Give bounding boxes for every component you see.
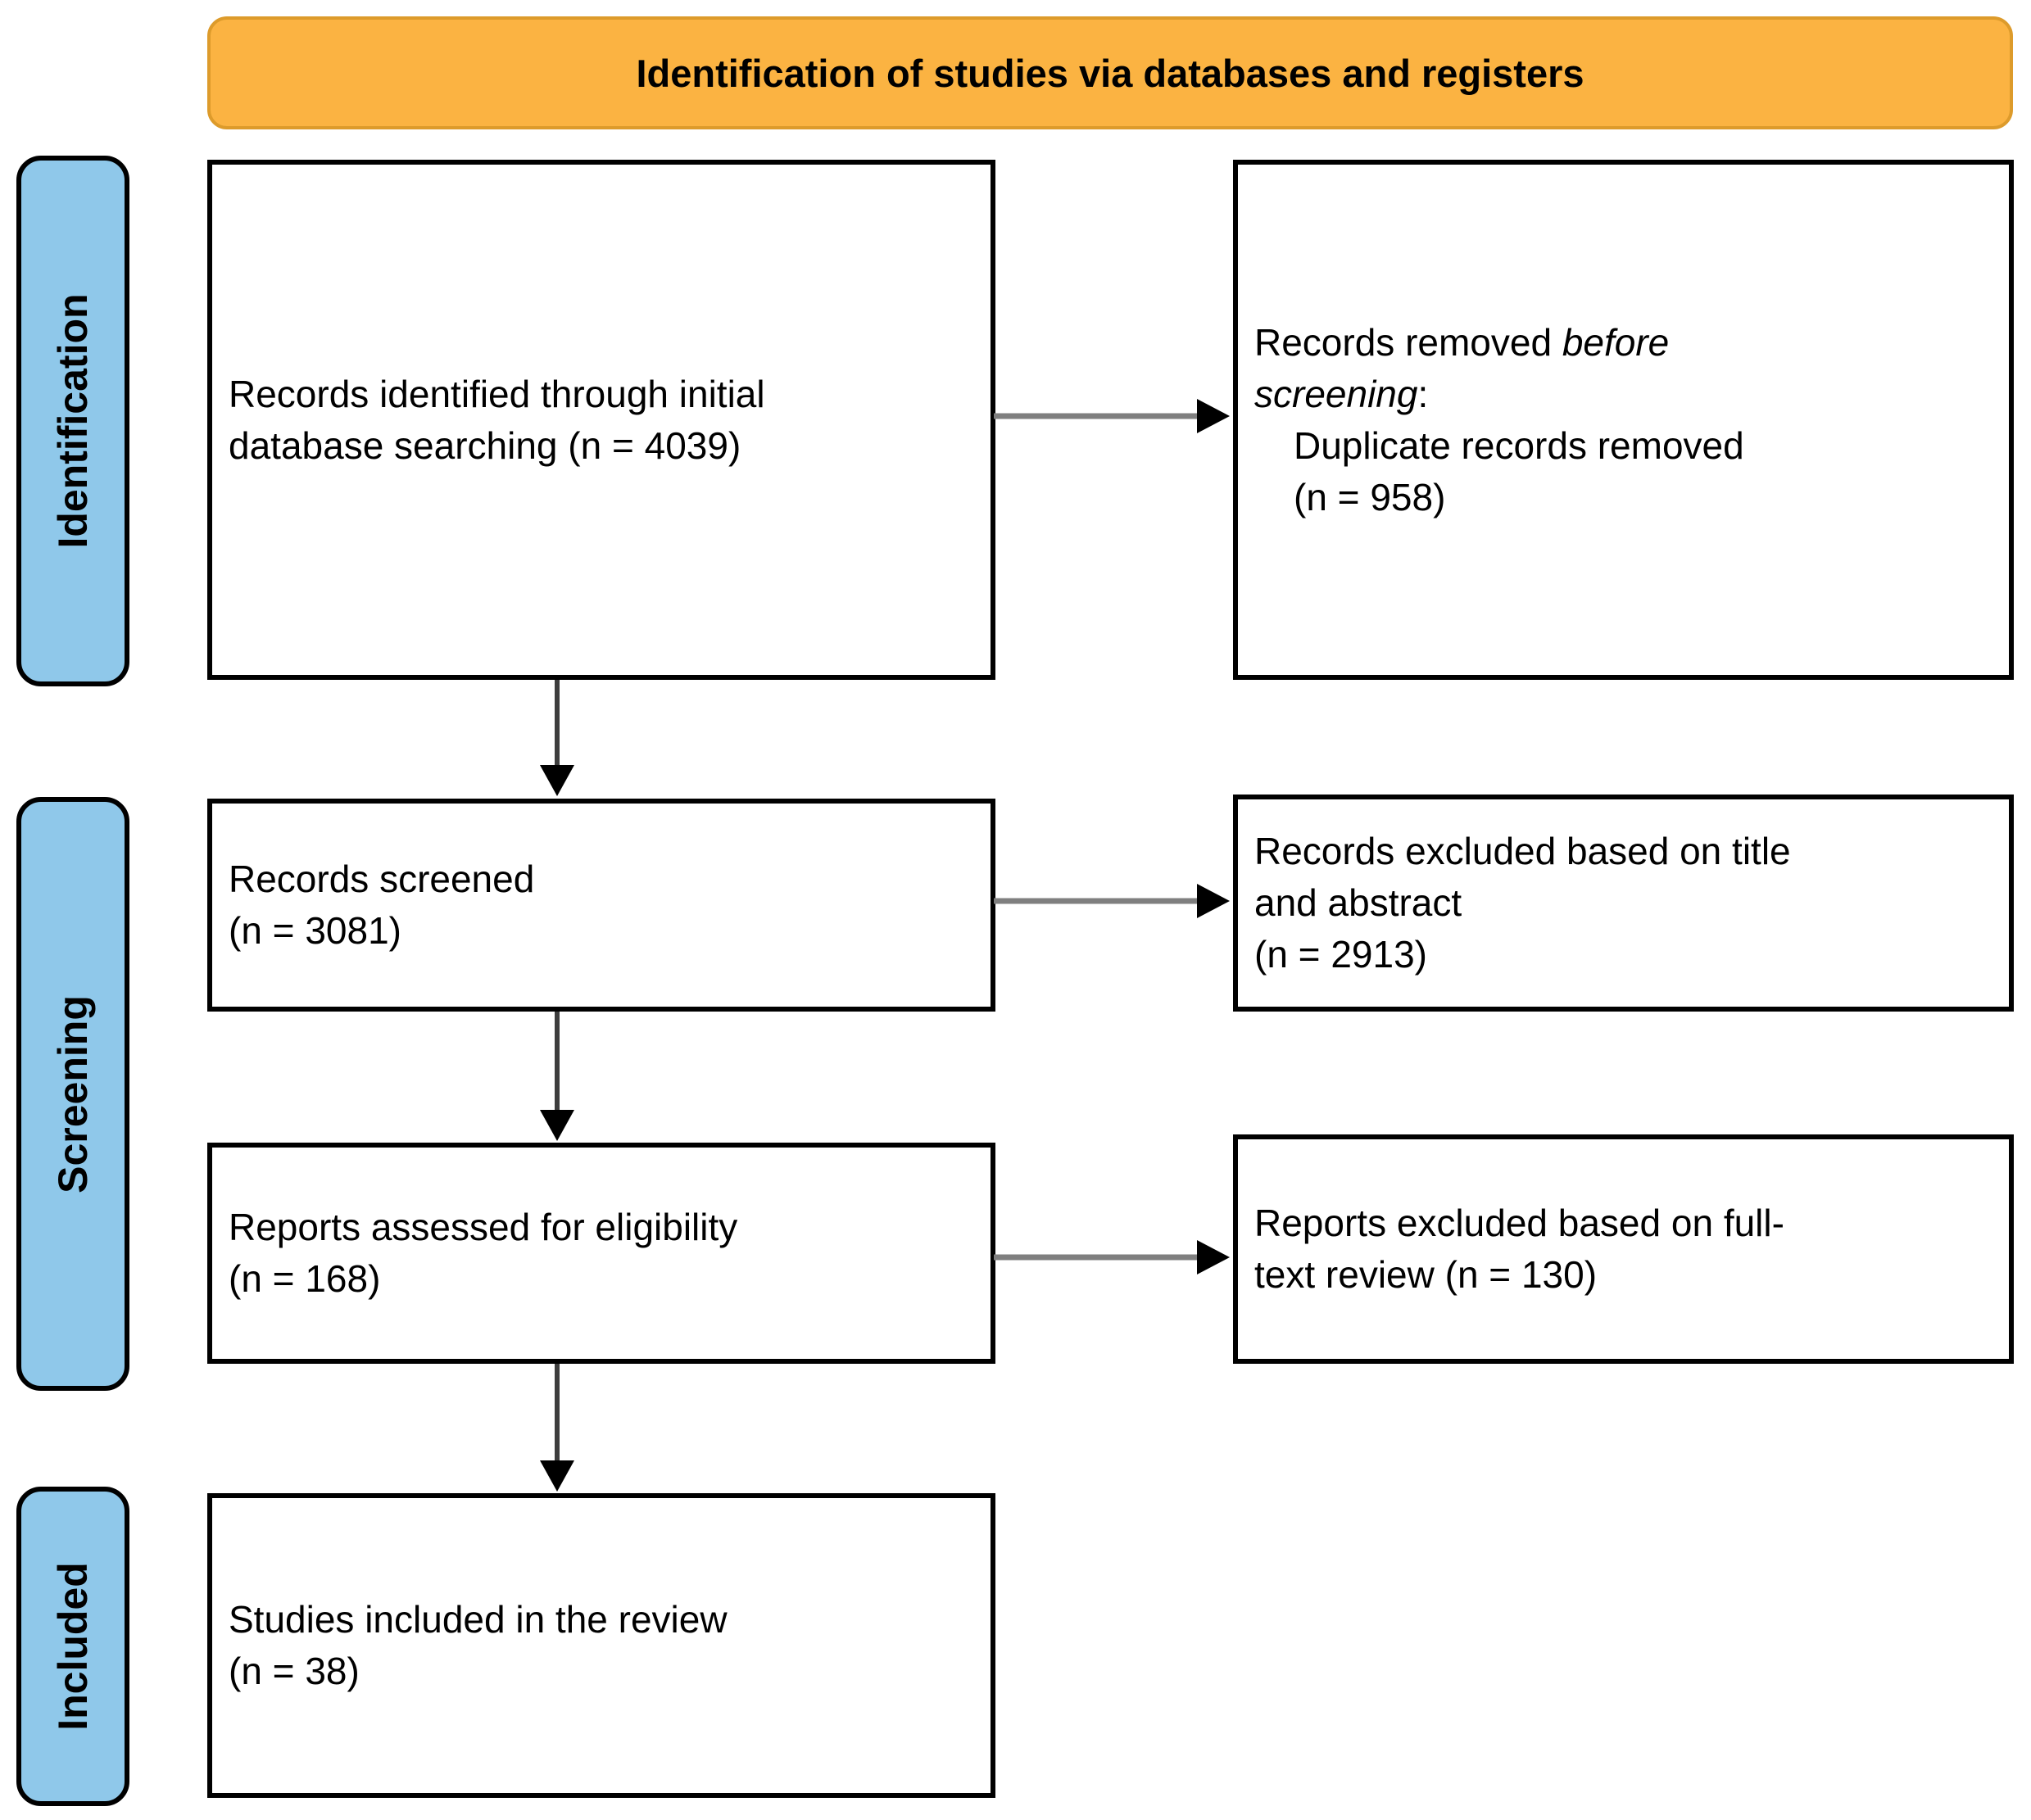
arrow-shaft xyxy=(994,413,1200,419)
arrow-shaft xyxy=(555,1364,560,1464)
box-text-line: (n = 958) xyxy=(1294,475,1446,518)
box-text-line: database searching (n = 4039) xyxy=(229,423,741,467)
box-text-line: Records identified through initial xyxy=(229,372,765,415)
box-text-line: Records excluded based on title xyxy=(1254,830,1791,872)
arrow-down-identified-to-screened xyxy=(539,680,575,796)
box-records-excluded: Records excluded based on title and abst… xyxy=(1233,795,2014,1012)
box-records-identified: Records identified through initial datab… xyxy=(207,160,995,680)
box-text-line: text review (n = 130) xyxy=(1254,1253,1598,1296)
box-records-removed: Records removed before screening: Duplic… xyxy=(1233,160,2014,680)
box-text-line: Reports assessed for eligibility xyxy=(229,1206,738,1248)
stage-label-identification: Identification xyxy=(16,156,129,686)
box-text-line: (n = 3081) xyxy=(229,909,401,952)
box-text-line: Duplicate records removed xyxy=(1294,423,1744,467)
stage-label-included: Included xyxy=(16,1487,129,1806)
box-text-line: (n = 168) xyxy=(229,1257,381,1300)
box-records-screened: Records screened (n = 3081) xyxy=(207,799,995,1012)
arrow-shaft xyxy=(994,898,1200,904)
box-reports-assessed: Reports assessed for eligibility (n = 16… xyxy=(207,1143,995,1364)
arrowhead-right-icon xyxy=(1197,884,1230,918)
box-text-line: (n = 38) xyxy=(229,1650,360,1692)
arrowhead-down-icon xyxy=(540,1460,574,1492)
stage-label-included-text: Included xyxy=(50,1562,96,1731)
arrow-shaft xyxy=(555,1012,560,1113)
box-text-line: (n = 2913) xyxy=(1254,933,1427,976)
arrow-right-assessed-to-excluded xyxy=(994,1240,1230,1274)
arrow-down-assessed-to-included xyxy=(539,1364,575,1492)
box-text-segment: : xyxy=(1417,372,1429,415)
box-reports-excluded: Reports excluded based on full- text rev… xyxy=(1233,1134,2014,1364)
stage-label-screening: Screening xyxy=(16,797,129,1391)
box-text-line: Reports excluded based on full- xyxy=(1254,1202,1784,1244)
arrowhead-right-icon xyxy=(1197,1240,1230,1274)
box-text-segment: Records removed xyxy=(1254,320,1562,364)
arrowhead-down-icon xyxy=(540,1110,574,1141)
box-text-line: and abstract xyxy=(1254,881,1462,924)
arrowhead-right-icon xyxy=(1197,399,1230,433)
banner: Identification of studies via databases … xyxy=(207,16,2013,129)
banner-title: Identification of studies via databases … xyxy=(636,51,1584,95)
arrow-right-identified-to-removed xyxy=(994,399,1230,433)
arrow-shaft xyxy=(994,1254,1200,1261)
box-text-line: Studies included in the review xyxy=(229,1598,728,1641)
arrow-down-screened-to-assessed xyxy=(539,1012,575,1141)
box-text-line: Records screened xyxy=(229,858,535,900)
arrow-shaft xyxy=(555,680,560,768)
arrow-right-screened-to-excluded xyxy=(994,884,1230,918)
stage-label-screening-text: Screening xyxy=(50,994,96,1193)
box-studies-included: Studies included in the review (n = 38) xyxy=(207,1493,995,1798)
arrowhead-down-icon xyxy=(540,765,574,796)
box-text-line: Records removed before screening: xyxy=(1254,317,1779,420)
box-text-segment-italic: before screening xyxy=(1254,320,1670,415)
stage-label-identification-text: Identification xyxy=(50,293,96,549)
